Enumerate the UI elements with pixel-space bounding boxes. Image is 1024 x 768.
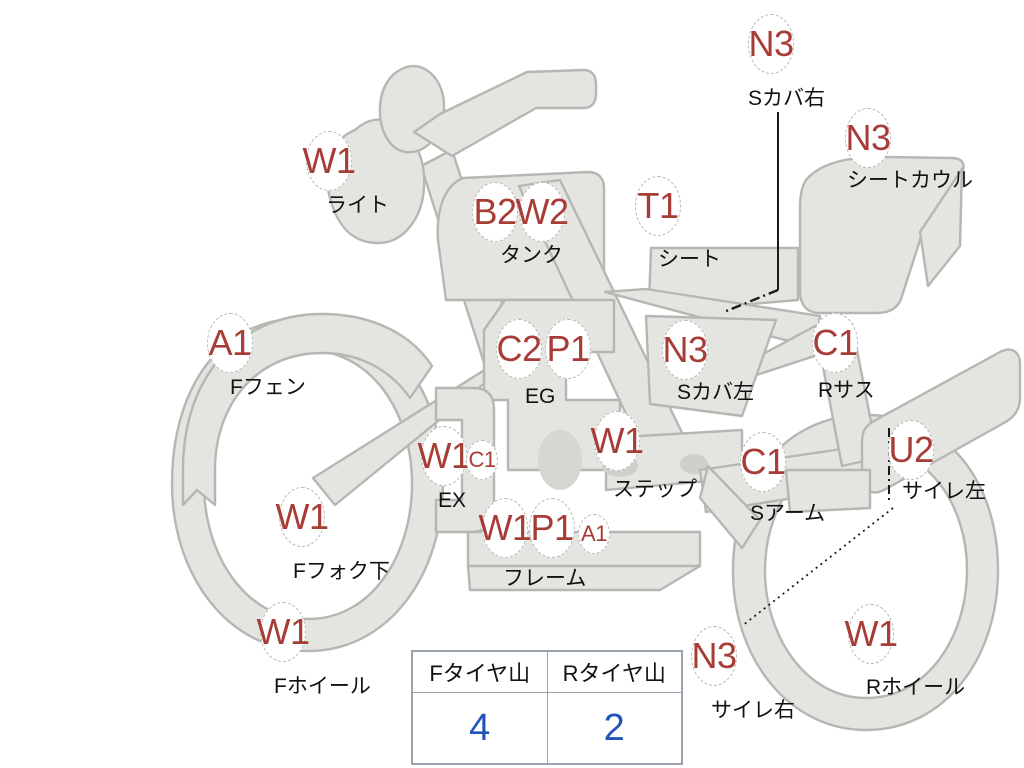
marker-s-cover-right[interactable]: N3 (748, 14, 794, 74)
caption-swing-arm: Sアーム (750, 502, 826, 525)
table-value-row: 4 2 (411, 692, 683, 765)
marker-tank-b2[interactable]: B2 (472, 182, 518, 242)
caption-silencer-left: サイレ左 (902, 480, 986, 503)
leader-line-s-cover-right-dashdot (723, 288, 779, 314)
marker-engine-c2[interactable]: C2 (496, 319, 542, 379)
marker-f-fork-lower[interactable]: W1 (276, 487, 329, 547)
marker-silencer-right[interactable]: N3 (691, 626, 737, 686)
table-value-rear-tyre[interactable]: 2 (546, 692, 683, 765)
marker-silencer-left[interactable]: U2 (888, 420, 934, 480)
marker-exhaust-c1[interactable]: C1 (466, 440, 498, 480)
marker-seat[interactable]: T1 (635, 176, 681, 236)
marker-frame-w1[interactable]: W1 (479, 498, 532, 558)
marker-f-fender[interactable]: A1 (207, 313, 253, 373)
marker-step[interactable]: W1 (591, 411, 644, 471)
caption-f-fork-lower: Fフォク下 (293, 560, 390, 583)
marker-light[interactable]: W1 (303, 131, 356, 191)
marker-engine-p1[interactable]: P1 (545, 319, 591, 379)
marker-r-suspension[interactable]: C1 (812, 313, 858, 373)
caption-seat-cowl: シートカウル (847, 169, 973, 192)
caption-r-suspension: Rサス (818, 379, 875, 402)
caption-silencer-right: サイレ右 (711, 699, 795, 722)
caption-engine: EG (525, 385, 556, 408)
table-header-rear-tyre: Rタイヤ山 (546, 650, 683, 693)
tyre-tread-table: Fタイヤ山 Rタイヤ山 4 2 (411, 650, 683, 765)
caption-step: ステップ (613, 478, 697, 501)
caption-f-fender: Fフェン (230, 376, 306, 399)
caption-s-cover-left: Sカバ左 (677, 381, 755, 404)
marker-frame-a1[interactable]: A1 (578, 514, 610, 554)
marker-seat-cowl[interactable]: N3 (845, 108, 891, 168)
marker-tank-w2[interactable]: W2 (516, 182, 569, 242)
table-header-front-tyre: Fタイヤ山 (411, 650, 548, 693)
caption-seat: シート (658, 248, 721, 271)
caption-frame: フレーム (503, 567, 587, 590)
leader-line-silencer-right (741, 507, 894, 627)
marker-swing-arm[interactable]: C1 (740, 432, 786, 492)
caption-s-cover-right: Sカバ右 (748, 87, 826, 110)
table-header-row: Fタイヤ山 Rタイヤ山 (411, 650, 683, 693)
caption-tank: タンク (500, 244, 563, 267)
caption-f-wheel: Fホイール (274, 675, 371, 698)
marker-s-cover-left[interactable]: N3 (662, 320, 708, 380)
caption-r-wheel: Rホイール (866, 676, 966, 699)
table-value-front-tyre[interactable]: 4 (411, 692, 548, 765)
marker-exhaust-w1[interactable]: W1 (418, 426, 471, 486)
caption-exhaust: EX (438, 489, 467, 512)
caption-light: ライト (326, 194, 389, 217)
marker-r-wheel[interactable]: W1 (845, 604, 898, 664)
marker-f-wheel[interactable]: W1 (257, 602, 310, 662)
marker-frame-p1[interactable]: P1 (529, 498, 575, 558)
